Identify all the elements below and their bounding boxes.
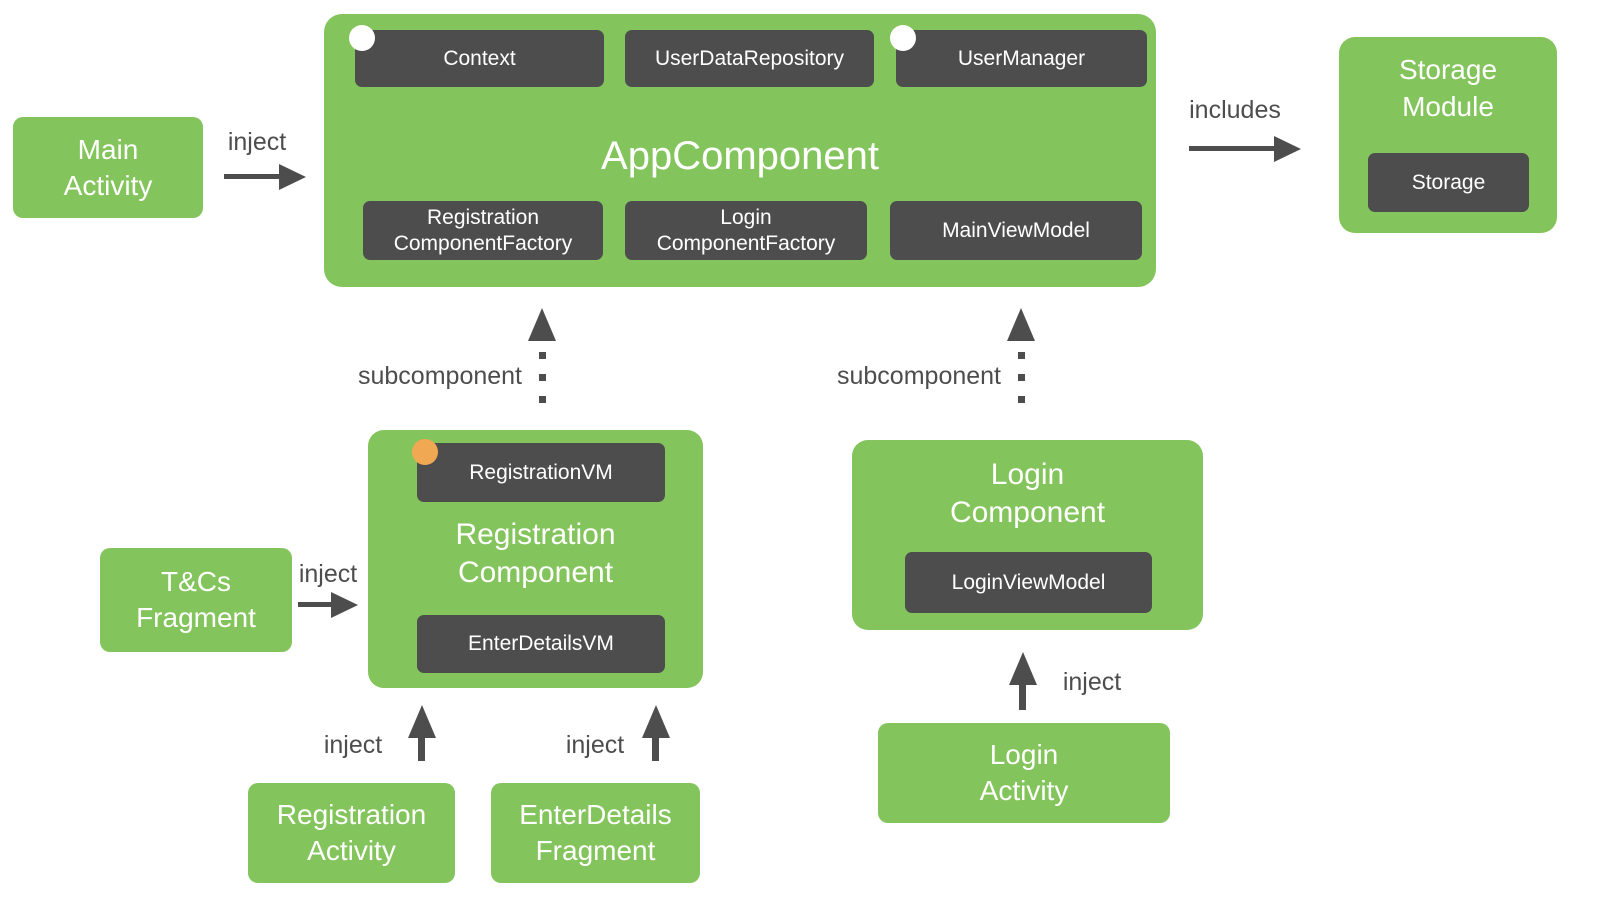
edge-label-inject-tcs: inject (298, 560, 358, 588)
arrow-includes-head-icon (1274, 136, 1301, 162)
edge-label-subcomponent-registration: subcomponent (358, 362, 523, 390)
node-storage-label: Storage (1411, 170, 1486, 194)
node-enter-details-fragment: EnterDetails Fragment (491, 783, 700, 883)
arrow-inject-tcs-line (298, 602, 332, 607)
arrow-inject-main-head-icon (279, 164, 306, 190)
node-main-activity: Main Activity (13, 117, 203, 218)
edge-label-inject-enter-details: inject (565, 731, 625, 759)
storage-module-title: Storage Module (1398, 54, 1498, 122)
node-registration-vm: RegistrationVM (417, 443, 665, 502)
node-user-data-repository: UserDataRepository (625, 30, 874, 87)
arrow-subcomponent-registration-dashes (539, 352, 546, 405)
node-login-view-model: LoginViewModel (905, 552, 1152, 613)
node-context-label: Context (443, 46, 516, 70)
node-storage: Storage (1368, 153, 1529, 212)
arrow-includes-line (1189, 146, 1275, 151)
arrow-inject-main-line (224, 174, 280, 179)
node-user-manager-label: UserManager (957, 46, 1086, 70)
node-main-view-model: MainViewModel (890, 201, 1142, 260)
node-registration-component-factory: Registration ComponentFactory (363, 201, 603, 260)
node-login-component: Login Component LoginViewModel (852, 440, 1203, 630)
node-user-manager: UserManager (896, 30, 1147, 87)
node-user-data-repository-label: UserDataRepository (654, 46, 845, 70)
edge-label-includes: includes (1189, 96, 1281, 124)
arrow-inject-login-activity-head-icon (1009, 652, 1037, 685)
scope-dot-registration-vm-icon (412, 439, 438, 465)
login-component-title: Login Component (949, 458, 1106, 529)
node-login-activity: Login Activity (878, 723, 1170, 823)
arrow-inject-registration-activity-line (418, 735, 425, 761)
node-registration-activity: Registration Activity (248, 783, 455, 883)
node-login-component-factory-label: Login ComponentFactory (656, 205, 836, 255)
node-registration-vm-label: RegistrationVM (469, 460, 613, 484)
node-tcs-fragment-label: T&Cs Fragment (136, 566, 256, 633)
registration-component-title: Registration Component (455, 518, 616, 589)
arrow-inject-login-activity-line (1019, 682, 1026, 710)
node-main-activity-label: Main Activity (63, 133, 153, 201)
node-app-component: AppComponent Context UserDataRepository … (324, 14, 1156, 287)
app-component-title: AppComponent (601, 134, 879, 178)
arrow-inject-enter-details-head-icon (642, 705, 670, 738)
node-registration-activity-label: Registration Activity (276, 799, 427, 866)
scope-dot-context-icon (349, 25, 375, 51)
arrow-inject-registration-activity-head-icon (408, 705, 436, 738)
arrow-inject-tcs-head-icon (331, 592, 358, 618)
arrow-subcomponent-registration-head-icon (528, 308, 556, 341)
node-enter-details-vm-label: EnterDetailsVM (468, 632, 614, 655)
edge-label-inject-registration-activity: inject (323, 731, 383, 759)
node-login-view-model-label: LoginViewModel (951, 570, 1106, 594)
node-registration-component: RegistrationVM Registration Component En… (368, 430, 703, 688)
node-login-activity-label: Login Activity (979, 739, 1069, 806)
node-enter-details-vm: EnterDetailsVM (417, 615, 665, 673)
arrow-subcomponent-login-dashes (1018, 352, 1025, 405)
node-context: Context (355, 30, 604, 87)
edge-label-subcomponent-login: subcomponent (837, 362, 1002, 390)
scope-dot-user-manager-icon (890, 25, 916, 51)
edge-label-inject-main: inject (227, 128, 287, 156)
node-main-view-model-label: MainViewModel (942, 218, 1090, 242)
edge-label-inject-login-activity: inject (1062, 668, 1122, 696)
node-registration-component-factory-label: Registration ComponentFactory (393, 205, 573, 255)
arrow-subcomponent-login-head-icon (1007, 308, 1035, 341)
node-tcs-fragment: T&Cs Fragment (100, 548, 292, 652)
node-enter-details-fragment-label: EnterDetails Fragment (519, 799, 672, 866)
node-storage-module: Storage Module Storage (1339, 37, 1557, 233)
arrow-inject-enter-details-line (652, 735, 659, 761)
node-login-component-factory: Login ComponentFactory (625, 201, 867, 260)
